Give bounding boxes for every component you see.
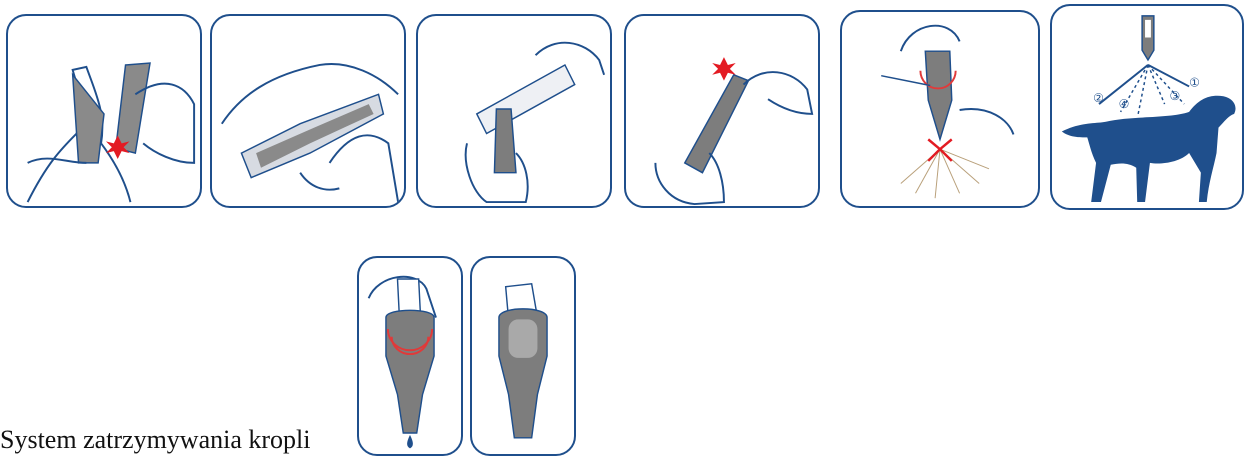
step-3-illustration <box>418 16 610 206</box>
dog-silhouette-icon <box>1062 96 1236 202</box>
released-pipette-illustration <box>472 258 574 454</box>
site-number-1: ① <box>1189 76 1200 89</box>
step-6-illustration: ① ② ③ ④ <box>1052 6 1242 208</box>
spread-arrows-icon <box>928 139 952 161</box>
droplet-system-released-panel <box>470 256 576 456</box>
step-5-illustration <box>842 12 1038 206</box>
step-2-hold-pipette-panel <box>210 14 406 208</box>
step-4-break-tip-panel <box>624 14 820 208</box>
step-1-illustration <box>8 16 200 206</box>
site-number-2: ② <box>1093 92 1104 105</box>
droplet-icon <box>407 435 413 448</box>
step-6-application-sites-panel: ① ② ③ ④ <box>1050 4 1244 210</box>
step-1-break-pipettes-panel <box>6 14 202 208</box>
droplet-system-pressed-panel <box>357 256 463 456</box>
site-number-3: ③ <box>1170 90 1181 103</box>
step-4-illustration <box>626 16 818 206</box>
step-5-apply-to-skin-panel <box>840 10 1040 208</box>
caption-text: System zatrzymywania kropli <box>0 424 310 456</box>
site-number-4: ④ <box>1119 98 1130 111</box>
step-2-illustration <box>212 16 404 206</box>
step-3-peel-foil-panel <box>416 14 612 208</box>
pressed-pipette-illustration <box>359 258 461 454</box>
